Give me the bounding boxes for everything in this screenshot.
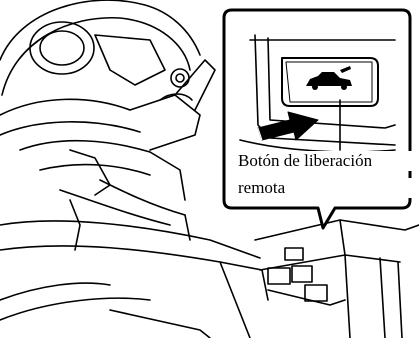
callout-label-line-2: remota [236, 178, 415, 198]
steering-column [130, 60, 215, 150]
callout-label-line-1: Botón de liberación [236, 151, 415, 171]
steering-wheel [0, 0, 200, 135]
